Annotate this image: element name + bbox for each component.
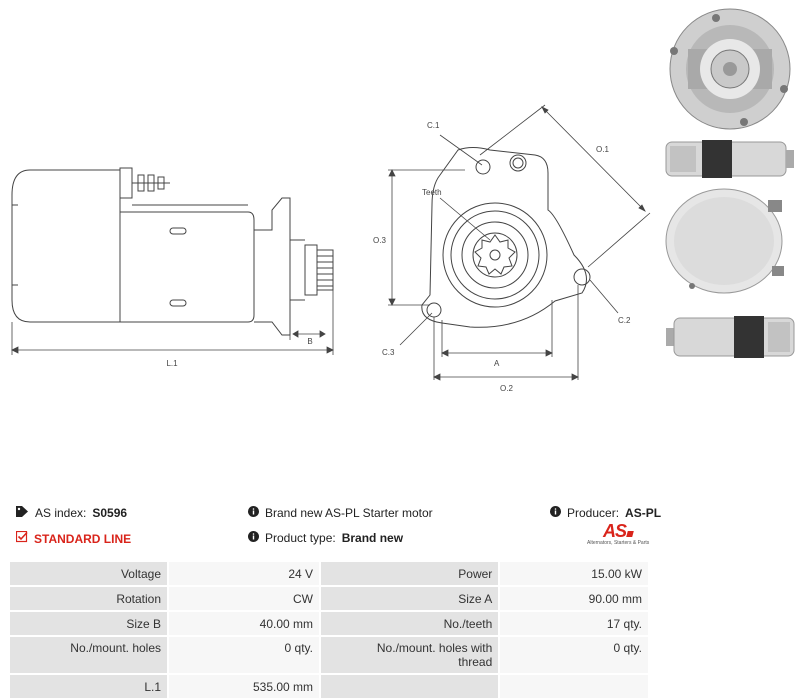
spec-label: Size B (10, 612, 168, 635)
as-index-value: S0596 (92, 506, 128, 520)
tag-icon (16, 506, 29, 520)
c3-label: C.3 (382, 348, 395, 357)
table-row: Voltage 24 V Power 15.00 kW (10, 562, 648, 585)
product-photo-front (669, 8, 791, 130)
spec-label: No./mount. holes with thread (321, 637, 499, 673)
as-index-label: AS index: (35, 506, 87, 520)
spec-label: Power (321, 562, 499, 585)
table-row: Rotation CW Size A 90.00 mm (10, 587, 648, 610)
c1-label: C.1 (427, 121, 440, 130)
standard-line-row: STANDARD LINE (15, 530, 132, 546)
spec-label: Voltage (10, 562, 168, 585)
front-view-drawing: C.1 C.2 C.3 O.1 O.2 O.3 A Teeth (373, 104, 651, 393)
spec-value: 535.00 mm (169, 675, 319, 698)
spec-value: 0 qty. (169, 637, 319, 673)
o2-label: O.2 (500, 384, 513, 393)
logo-text: AS (602, 521, 627, 541)
product-photo-rear (665, 188, 784, 294)
o3-label: O.3 (373, 236, 386, 245)
specs-table: Voltage 24 V Power 15.00 kW Rotation CW … (8, 560, 650, 700)
standard-line-label: STANDARD LINE (34, 531, 132, 546)
spec-value: 90.00 mm (500, 587, 648, 610)
info-icon (550, 506, 561, 520)
table-row: No./mount. holes 0 qty. No./mount. holes… (10, 637, 648, 673)
spec-label (321, 675, 499, 698)
check-icon (15, 530, 28, 546)
spec-label: L.1 (10, 675, 168, 698)
spec-value: 40.00 mm (169, 612, 319, 635)
description-row: Brand new AS-PL Starter motor (248, 506, 433, 520)
a-label: A (494, 359, 500, 368)
logo-tagline: Alternators, Starters & Parts (587, 540, 650, 546)
product-type-row: Product type: Brand new (248, 531, 403, 545)
teeth-label: Teeth (422, 188, 442, 197)
product-type-label: Product type: (265, 531, 336, 545)
spec-label: Size A (321, 587, 499, 610)
description-text: Brand new AS-PL Starter motor (265, 506, 433, 520)
brand-logo: AS Alternators, Starters & Parts (587, 522, 649, 546)
producer-value: AS-PL (625, 506, 662, 520)
product-photo-side-top (665, 140, 794, 178)
producer-row: Producer: AS-PL (550, 506, 661, 520)
spec-value: 0 qty. (500, 637, 648, 673)
producer-label: Producer: (567, 506, 620, 520)
info-icon (248, 531, 259, 545)
table-row: L.1 535.00 mm (10, 675, 648, 698)
spec-value: 24 V (169, 562, 319, 585)
o1-label: O.1 (596, 145, 609, 154)
c2-label: C.2 (618, 316, 631, 325)
as-index-row: AS index: S0596 (16, 506, 127, 520)
l1-label: L.1 (166, 359, 178, 368)
spec-label: No./mount. holes (10, 637, 168, 673)
spec-value (500, 675, 648, 698)
side-view-drawing: L.1 B (11, 167, 334, 368)
b-label: B (307, 337, 312, 346)
spec-label: Rotation (10, 587, 168, 610)
product-type-value: Brand new (341, 531, 404, 545)
spec-label: No./teeth (321, 612, 499, 635)
spec-value: CW (169, 587, 319, 610)
spec-value: 15.00 kW (500, 562, 648, 585)
table-row: Size B 40.00 mm No./teeth 17 qty. (10, 612, 648, 635)
spec-value: 17 qty. (500, 612, 648, 635)
product-photo-side-bottom (666, 316, 795, 358)
info-icon (248, 506, 259, 520)
